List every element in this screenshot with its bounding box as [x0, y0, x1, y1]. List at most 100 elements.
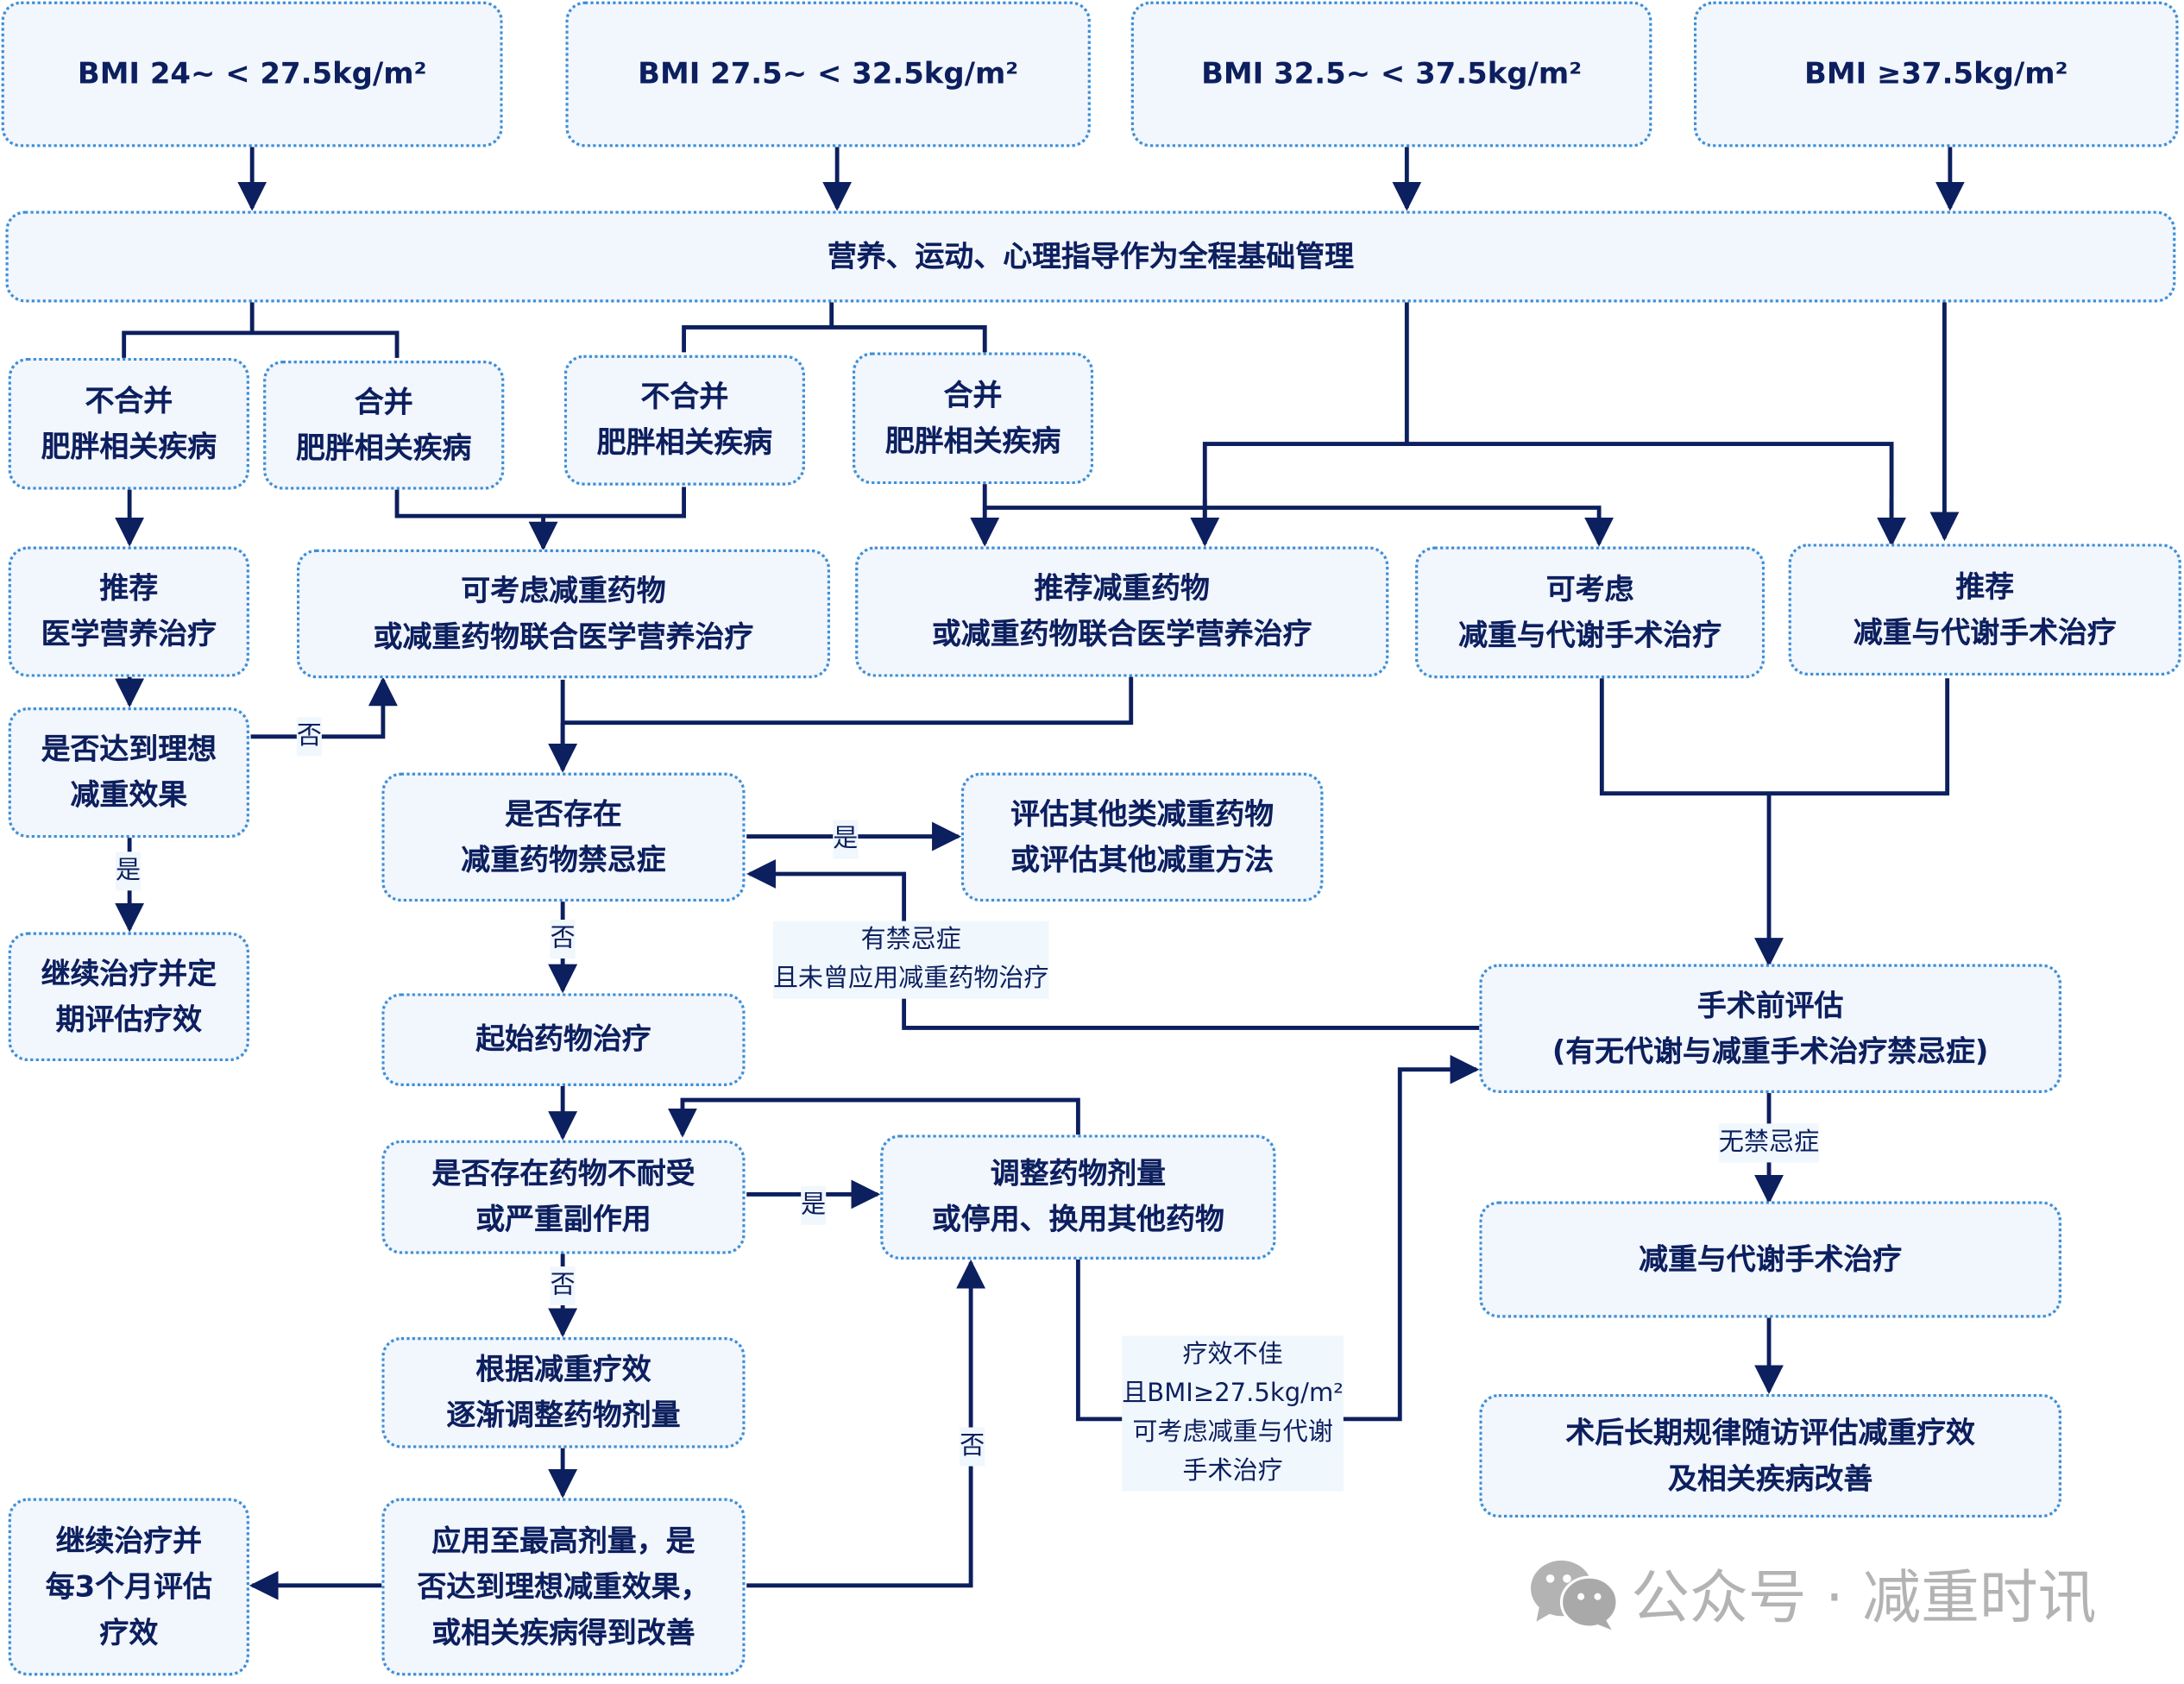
node-line: 及相关疾病改善 — [1668, 1461, 1873, 1495]
node-line: 每3个月评估 — [45, 1569, 212, 1603]
node-line: 期评估疗效 — [55, 1002, 203, 1036]
bmi-label: BMI 32.5~ < 37.5kg/m² — [1201, 56, 1583, 91]
node-consider-drug: 可考虑减重药物或减重药物联合医学营养治疗 — [296, 549, 831, 679]
node-line: 医学营养治疗 — [41, 617, 217, 651]
node-other-methods: 评估其他类减重药物或评估其他减重方法 — [960, 772, 1324, 902]
label-line: 可考虑减重与代谢 — [1132, 1417, 1333, 1448]
node-line: 合并 — [354, 385, 413, 418]
label-line: 且未曾应用减重药物治疗 — [772, 964, 1049, 994]
comorb-yes-1: 合并肥胖相关疾病 — [263, 361, 505, 490]
node-line: 继续治疗并 — [55, 1524, 203, 1557]
label-line: 且BMI≥27.5kg/m² — [1122, 1379, 1344, 1409]
node-line: 是否存在 — [505, 796, 622, 831]
node-line: 合并 — [943, 378, 1003, 412]
node-line: 手术前评估 — [1696, 988, 1844, 1022]
node-line: 推荐 — [99, 571, 159, 606]
node-line: 起始药物治疗 — [475, 1022, 651, 1056]
bmi-label: BMI 24~ < 27.5kg/m² — [77, 56, 427, 91]
node-line: 肥胖相关疾病 — [596, 425, 773, 460]
node-line: 可考虑减重药物 — [461, 573, 666, 607]
line-b2 — [982, 484, 1614, 547]
node-followup: 术后长期规律随访评估减重疗效及相关疾病改善 — [1479, 1393, 2062, 1518]
edge-label-poor-effect: 疗效不佳且BMI≥27.5kg/m² 可考虑减重与代谢手术治疗 — [1122, 1335, 1344, 1492]
edge-label-yes: 是 — [801, 1185, 827, 1225]
node-continue-3m: 继续治疗并每3个月评估疗效 — [8, 1498, 249, 1676]
edge-label-yes: 是 — [833, 820, 859, 859]
node-recommend-surgery: 推荐减重与代谢手术治疗 — [1788, 544, 2181, 676]
node-line: 或相关疾病得到改善 — [431, 1615, 695, 1649]
node-line: 继续治疗并定 — [41, 956, 217, 990]
node-line: 可考虑 — [1545, 572, 1634, 606]
node-line: 术后长期规律随访评估减重疗效 — [1565, 1415, 1975, 1449]
edge-label-no: 否 — [960, 1427, 985, 1467]
line-base-b — [682, 302, 987, 353]
node-surgery: 减重与代谢手术治疗 — [1479, 1201, 2062, 1318]
node-mnt: 推荐医学营养治疗 — [8, 546, 249, 677]
edge-label-no: 否 — [550, 920, 576, 959]
node-line: 减重与代谢手术治疗 — [1639, 1241, 1903, 1276]
node-line: 不合并 — [85, 383, 173, 418]
line-ideal-no — [250, 676, 398, 739]
node-line: 推荐减重药物 — [1034, 571, 1210, 606]
line-surg-preop — [1599, 678, 1950, 964]
node-line: 肥胖相关疾病 — [884, 424, 1061, 457]
node-line: 或严重副作用 — [475, 1203, 651, 1236]
node-line: 是否存在药物不耐受 — [431, 1156, 695, 1191]
bmi-label: BMI 27.5~ < 32.5kg/m² — [638, 56, 1019, 91]
edge-label-no-contra: 无禁忌症 — [1718, 1123, 1820, 1163]
node-intolerance: 是否存在药物不耐受或严重副作用 — [381, 1140, 746, 1254]
node-line: 减重与代谢手术治疗 — [1458, 618, 1722, 651]
line-base-a — [122, 302, 400, 358]
bmi-label: BMI ≥37.5kg/m² — [1804, 56, 2068, 91]
watermark-text: 公众号 · 减重时讯 — [1631, 1563, 2097, 1631]
line-adjust-intol — [668, 1097, 1080, 1138]
edge-label-yes: 是 — [115, 851, 142, 891]
comorb-no-2: 不合并肥胖相关疾病 — [563, 355, 806, 486]
line-max-no — [746, 1259, 986, 1588]
wechat-icon — [1531, 1560, 1619, 1630]
node-consider-surgery: 可考虑减重与代谢手术治疗 — [1415, 546, 1765, 679]
node-max-dose: 应用至最高剂量，是否达到理想减重效果， 或相关疾病得到改善 — [381, 1498, 746, 1676]
node-line: 评估其他类减重药物 — [1010, 796, 1275, 831]
base-management-box: 营养、运动、心理指导作为全程基础管理 — [5, 210, 2176, 303]
node-ideal-effect: 是否达到理想减重效果 — [8, 707, 249, 839]
node-line: 推荐 — [1955, 569, 2015, 603]
edge-label-has-contra: 有禁忌症且未曾应用减重药物治疗 — [772, 921, 1049, 999]
line-drugs-contra — [560, 676, 1134, 770]
node-start-drug: 起始药物治疗 — [381, 993, 746, 1086]
node-line: 逐渐调整药物剂量 — [446, 1398, 681, 1432]
node-line: 或减重药物联合医学营养治疗 — [373, 619, 754, 653]
label-line: 有禁忌症 — [860, 925, 961, 955]
node-line: 根据减重疗效 — [475, 1352, 651, 1386]
base-management-label: 营养、运动、心理指导作为全程基础管理 — [827, 239, 1355, 273]
node-line: 肥胖相关疾病 — [41, 429, 217, 463]
node-line: 否达到理想减重效果， — [417, 1569, 710, 1603]
edge-label-no: 否 — [296, 717, 322, 757]
node-line: 是否达到理想 — [41, 732, 217, 766]
node-line: 减重与代谢手术治疗 — [1853, 615, 2117, 649]
edge-label-no: 否 — [550, 1266, 576, 1306]
node-preop-eval: 手术前评估 (有无代谢与减重手术治疗禁忌症) — [1479, 964, 2062, 1094]
node-titrate: 根据减重疗效逐渐调整药物剂量 — [381, 1337, 746, 1448]
bmi-box-3: BMI 32.5~ < 37.5kg/m² — [1130, 1, 1652, 148]
node-line: 减重药物禁忌症 — [461, 842, 666, 877]
label-line: 手术治疗 — [1182, 1456, 1283, 1486]
node-line: 减重效果 — [70, 778, 188, 812]
node-line: (有无代谢与减重手术治疗禁忌症) — [1551, 1034, 1989, 1068]
node-contraindication: 是否存在减重药物禁忌症 — [381, 772, 746, 902]
node-line: 不合并 — [640, 380, 729, 414]
line-base-c3 — [1202, 302, 1894, 544]
node-continue-eval: 继续治疗并定期评估疗效 — [8, 932, 249, 1062]
node-line: 或停用、换用其他药物 — [931, 1203, 1224, 1236]
watermark: 公众号 · 减重时讯 — [1526, 1551, 2097, 1636]
node-line: 应用至最高剂量，是 — [431, 1524, 695, 1557]
comorb-yes-2: 合并肥胖相关疾病 — [852, 352, 1094, 485]
node-line: 疗效 — [99, 1615, 159, 1649]
label-line: 疗效不佳 — [1182, 1340, 1283, 1369]
node-line: 调整药物剂量 — [990, 1156, 1167, 1191]
line-a2-b1 — [394, 487, 686, 548]
node-line: 肥胖相关疾病 — [296, 430, 472, 464]
bmi-box-4: BMI ≥37.5kg/m² — [1693, 1, 2179, 148]
bmi-box-2: BMI 27.5~ < 32.5kg/m² — [565, 1, 1091, 148]
